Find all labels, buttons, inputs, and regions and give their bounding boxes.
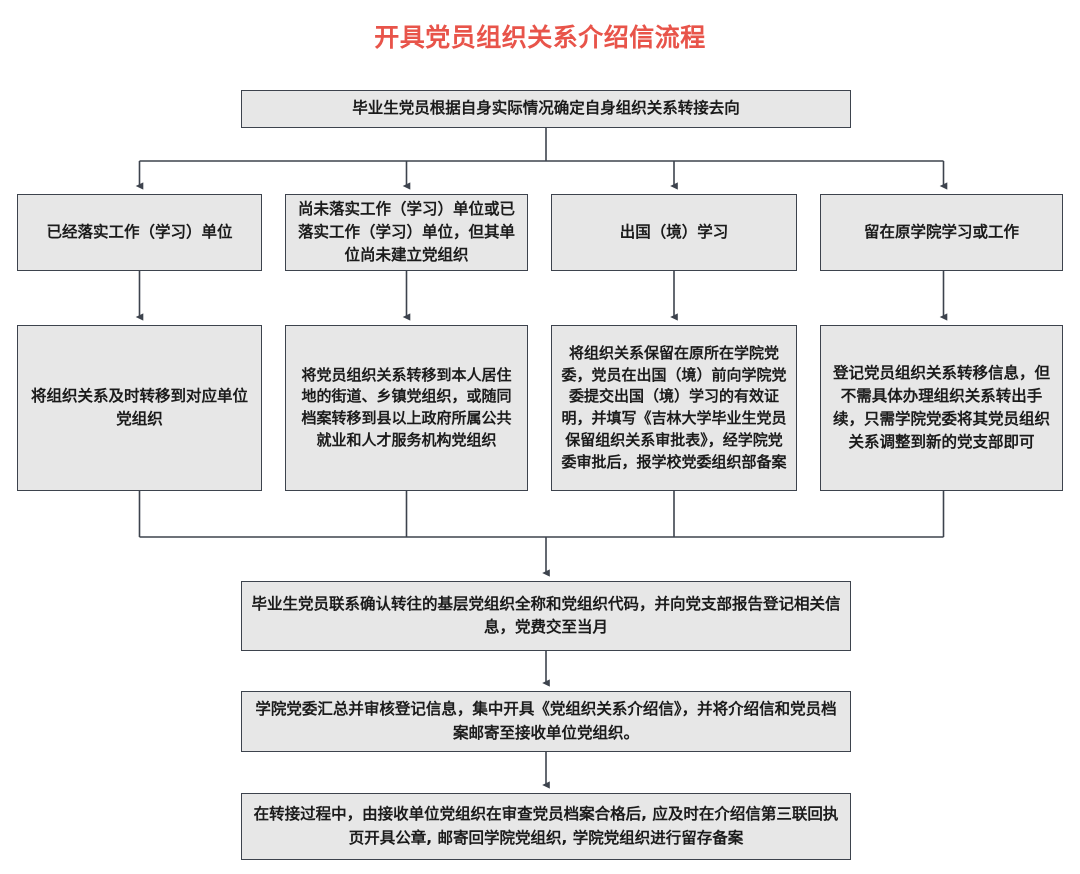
node-step-issue-letter-label: 学院党委汇总并审核登记信息，集中开具《党组织关系介绍信》，并将介绍信和党员档案邮…	[255, 700, 837, 742]
node-step-return-receipt-label: 在转接过程中，由接收单位党组织在审查党员档案合格后, 应及时在介绍信第三联回执页…	[253, 805, 839, 847]
node-branch-stay-college: 留在原学院学习或工作	[820, 194, 1063, 271]
node-branch-no-party-org: 尚未落实工作（学习）单位或已落实工作（学习）单位，但其单位尚未建立党组织	[285, 194, 528, 271]
node-action-transfer-to-employer-label: 将组织关系及时转移到对应单位党组织	[30, 386, 248, 428]
node-action-register-only: 登记党员组织关系转移信息，但不需具体办理组织关系转出手续，只需学院党委将其党员组…	[820, 325, 1063, 491]
node-action-register-only-label: 登记党员组织关系转移信息，但不需具体办理组织关系转出手续，只需学院党委将其党员组…	[832, 363, 1050, 452]
node-step-return-receipt: 在转接过程中，由接收单位党组织在审查党员档案合格后, 应及时在介绍信第三联回执页…	[241, 793, 851, 860]
node-start-label: 毕业生党员根据自身实际情况确定自身组织关系转接去向	[352, 99, 740, 118]
node-branch-employed-label: 已经落实工作（学习）单位	[46, 222, 233, 241]
node-action-transfer-to-local-org: 将党员组织关系转移到本人居住地的街道、乡镇党组织，或随同档案转移到县以上政府所属…	[285, 325, 528, 491]
node-branch-no-party-org-label: 尚未落实工作（学习）单位或已落实工作（学习）单位，但其单位尚未建立党组织	[297, 199, 515, 265]
node-step-issue-letter: 学院党委汇总并审核登记信息，集中开具《党组织关系介绍信》，并将介绍信和党员档案邮…	[241, 691, 851, 752]
node-step-confirm-org-code: 毕业生党员联系确认转往的基层党组织全称和党组织代码，并向党支部报告登记相关信息，…	[241, 581, 851, 651]
node-step-confirm-org-code-label: 毕业生党员联系确认转往的基层党组织全称和党组织代码，并向党支部报告登记相关信息，…	[251, 594, 841, 636]
node-branch-study-abroad-label: 出国（境）学习	[619, 222, 729, 241]
node-action-retain-at-college-label: 将组织关系保留在原所在学院党委，党员在出国（境）前向学院党委提交出国（境）学习的…	[561, 343, 787, 471]
node-action-transfer-to-employer: 将组织关系及时转移到对应单位党组织	[17, 325, 262, 491]
node-action-transfer-to-local-org-label: 将党员组织关系转移到本人居住地的街道、乡镇党组织，或随同档案转移到县以上政府所属…	[301, 365, 512, 449]
node-start: 毕业生党员根据自身实际情况确定自身组织关系转接去向	[241, 90, 851, 128]
node-action-retain-at-college: 将组织关系保留在原所在学院党委，党员在出国（境）前向学院党委提交出国（境）学习的…	[551, 325, 797, 491]
page-title: 开具党员组织关系介绍信流程	[374, 23, 706, 52]
node-branch-stay-college-label: 留在原学院学习或工作	[863, 222, 1019, 241]
node-branch-employed: 已经落实工作（学习）单位	[17, 194, 262, 271]
node-branch-study-abroad: 出国（境）学习	[551, 194, 797, 271]
